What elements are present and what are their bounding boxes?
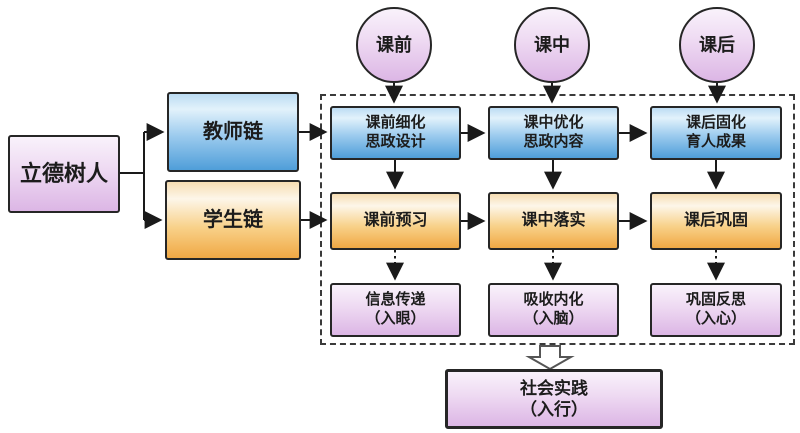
node-student-step-1: 课前预习 [330,192,461,250]
node-root-lideshuren: 立德树人 [8,135,120,213]
node-teacher-step-2: 课中优化 思政内容 [488,106,619,160]
node-student-chain: 学生链 [165,180,301,260]
node-phase-in-class: 课中 [514,7,590,83]
node-social-practice: 社会实践 （入行） [445,369,663,429]
node-student-step-3: 课后巩固 [650,192,782,250]
node-teacher-step-1: 课前细化 思政设计 [330,106,461,160]
node-outcome-2: 吸收内化 （入脑） [488,283,619,337]
node-student-step-2: 课中落实 [488,192,619,250]
node-outcome-1: 信息传递 （入眼） [330,283,461,337]
node-outcome-3: 巩固反思 （入心） [650,283,782,337]
arrow-root-to-chains [119,123,165,229]
node-phase-before-class: 课前 [356,7,432,83]
block-arrow-to-practice [525,345,575,371]
node-teacher-chain: 教师链 [167,92,299,172]
node-teacher-step-3: 课后固化 育人成果 [650,106,782,160]
node-phase-after-class: 课后 [679,7,755,83]
